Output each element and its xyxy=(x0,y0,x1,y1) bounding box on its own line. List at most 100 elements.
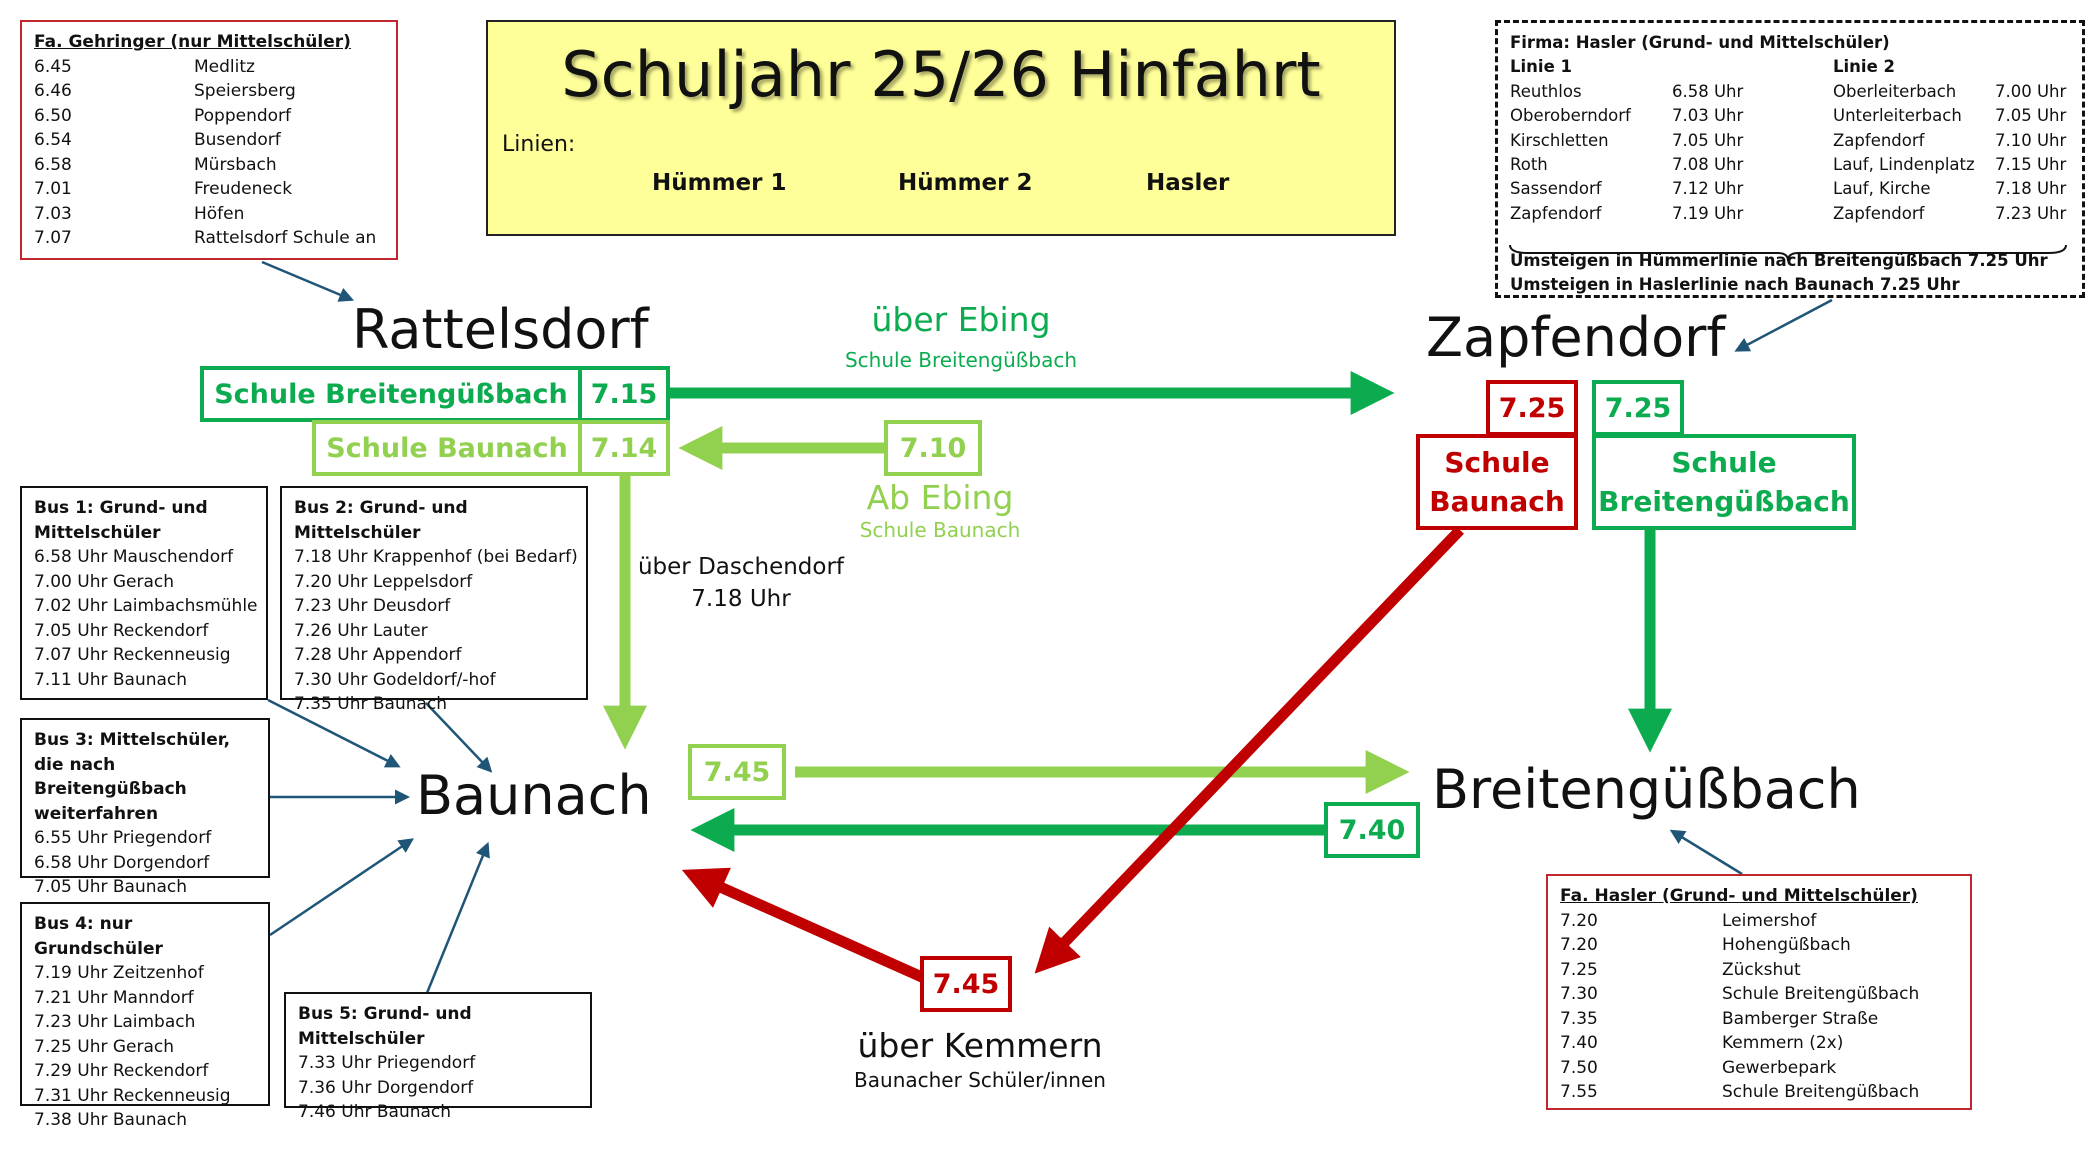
pointer-bus5 xyxy=(425,841,490,994)
row-col1: 6.54 xyxy=(34,130,72,150)
linie2-header: Linie 2 xyxy=(1833,57,1895,77)
row-col1: 7.25 xyxy=(1560,959,1598,980)
bus5-header: Bus 5: Grund- und Mittelschüler xyxy=(298,1004,472,1049)
list-item: 7.11 Uhr Baunach xyxy=(34,669,188,690)
zapf-school-breit-line1: Schule xyxy=(1671,446,1777,479)
row-col1: 6.45 xyxy=(34,56,72,77)
row-col2: 7.10 Uhr xyxy=(1995,130,2067,150)
row-col2: Kemmern (2x) xyxy=(1722,1033,1844,1053)
hasler-breit-box: Fa. Hasler (Grund- und Mittelschüler) 7.… xyxy=(1546,874,1972,1110)
bus3-header-1: Bus 3: Mittelschüler, xyxy=(34,730,231,750)
ab-ebing-sub: Schule Baunach xyxy=(859,518,1021,542)
daschendorf-label: über Daschendorf xyxy=(637,554,845,580)
hasler-note1: Umsteigen in Hümmerlinie nach Breitengüß… xyxy=(1510,251,2048,270)
list-item: 7.25 Uhr Gerach xyxy=(34,1036,175,1057)
row-col1: Lauf, Kirche xyxy=(1833,179,1931,199)
row-col2: 7.03 Uhr xyxy=(1672,106,1744,126)
row-col1: 7.01 xyxy=(34,179,72,199)
row-col2: Höfen xyxy=(194,203,245,224)
bus3-box: Bus 3: Mittelschüler, die nach Breitengü… xyxy=(20,718,270,897)
list-item: 7.02 Uhr Laimbachsmühle xyxy=(34,596,258,616)
hasler-breit-header: Fa. Hasler (Grund- und Mittelschüler) xyxy=(1560,886,1918,906)
brace-icon xyxy=(1509,244,2067,262)
bus1-box: Bus 1: Grund- und Mittelschüler 6.58 Uhr… xyxy=(20,486,268,700)
list-item: 6.58 Uhr Mauschendorf xyxy=(34,547,234,567)
row-col1: Roth xyxy=(1510,155,1548,175)
city-rattelsdorf: Rattelsdorf xyxy=(352,298,649,361)
arrow-kemmern-baun xyxy=(681,867,927,984)
list-item: 6.55 Uhr Priegendorf xyxy=(34,828,212,848)
list-item: 7.46 Uhr Baunach xyxy=(298,1102,452,1122)
kemmern-sub: Baunacher Schüler/innen xyxy=(854,1068,1106,1092)
bus1-header-2: Mittelschüler xyxy=(34,522,161,543)
row-col2: 7.00 Uhr xyxy=(1995,81,2067,101)
row-col1: 7.40 xyxy=(1560,1033,1598,1053)
list-item: 7.19 Uhr Zeitzenhof xyxy=(34,963,204,983)
row-col2: Speiersberg xyxy=(194,81,296,101)
row-col1: 6.58 xyxy=(34,154,72,175)
list-item: 7.20 Uhr Leppelsdorf xyxy=(294,571,473,592)
ueber-ebing-sub: Schule Breitengüßbach xyxy=(844,348,1078,372)
zapf-time-green: 7.25 xyxy=(1592,380,1684,436)
row-col2: 7.18 Uhr xyxy=(1995,179,2067,199)
row-col2: 7.15 Uhr xyxy=(1995,155,2067,175)
table-row: 6.45 Medlitz xyxy=(34,55,384,80)
daschendorf-time: 7.18 Uhr xyxy=(691,586,791,612)
pointer-hasler-zapf xyxy=(1734,298,1833,352)
row-col2: Rattelsdorf Schule an xyxy=(194,228,377,248)
ebing-time: 7.10 xyxy=(884,420,982,476)
row-col2: Schule Breitengüßbach xyxy=(1722,984,1920,1004)
row-col2: 7.19 Uhr xyxy=(1672,203,1744,223)
list-item: 7.35 Uhr Baunach xyxy=(294,694,448,714)
title-box: Schuljahr 25/26 Hinfahrt Linien: Hümmer … xyxy=(486,20,1396,236)
list-item: 7.36 Uhr Dorgendorf xyxy=(298,1077,474,1098)
pointer-hasler-breit xyxy=(1669,829,1743,876)
row-col1: Lauf, Lindenplatz xyxy=(1833,155,1975,175)
row-col1: Oberleiterbach xyxy=(1833,81,1957,101)
list-item: 7.26 Uhr Lauter xyxy=(294,620,428,641)
row-col2: Medlitz xyxy=(194,56,255,77)
gehringer-box: Fa. Gehringer (nur Mittelschüler) 6.45 Me… xyxy=(20,20,398,260)
list-item: 6.58 Uhr Dorgendorf xyxy=(34,852,210,873)
table-row: Lauf, Lindenplatz 7.15 Uhr xyxy=(1833,153,2066,177)
row-col1: Unterleiterbach xyxy=(1833,106,1962,126)
list-item: 7.07 Uhr Reckenneusig xyxy=(34,645,231,665)
list-item: 7.05 Uhr Reckendorf xyxy=(34,620,209,641)
ratt-time-baun: 7.14 xyxy=(578,420,670,476)
row-col1: Zapfendorf xyxy=(1833,203,1925,223)
bus1-header-1: Bus 1: Grund- und xyxy=(34,498,208,518)
ab-ebing-label: Ab Ebing xyxy=(866,478,1014,517)
list-item: 7.30 Uhr Godeldorf/-hof xyxy=(294,669,496,690)
legend-huemmer2: Hümmer 2 xyxy=(898,170,1033,196)
pointer-bus4 xyxy=(269,838,414,937)
bus4-header: Bus 4: nur Grundschüler xyxy=(34,914,163,959)
gehringer-header: Fa. Gehringer (nur Mittelschüler) xyxy=(34,32,351,52)
row-col2: Freudeneck xyxy=(194,179,293,199)
row-col2: Leimershof xyxy=(1722,910,1817,931)
bus2-box: Bus 2: Grund- und Mittelschüler 7.18 Uhr… xyxy=(280,486,588,714)
row-col1: 7.07 xyxy=(34,228,72,248)
row-col1: 6.46 xyxy=(34,81,72,101)
list-item: 7.00 Uhr Gerach xyxy=(34,571,175,592)
row-col2: Bamberger Straße xyxy=(1722,1008,1879,1029)
row-col1: 7.20 xyxy=(1560,910,1598,931)
row-col2: 7.05 Uhr xyxy=(1995,106,2067,126)
row-col2: 7.12 Uhr xyxy=(1672,179,1744,199)
city-zapfendorf: Zapfendorf xyxy=(1426,306,1726,369)
row-col1: 7.30 xyxy=(1560,984,1598,1004)
zapf-school-baun: Schule Baunach xyxy=(1416,434,1578,530)
table-row: 7.07 Rattelsdorf Schule an xyxy=(34,226,384,251)
